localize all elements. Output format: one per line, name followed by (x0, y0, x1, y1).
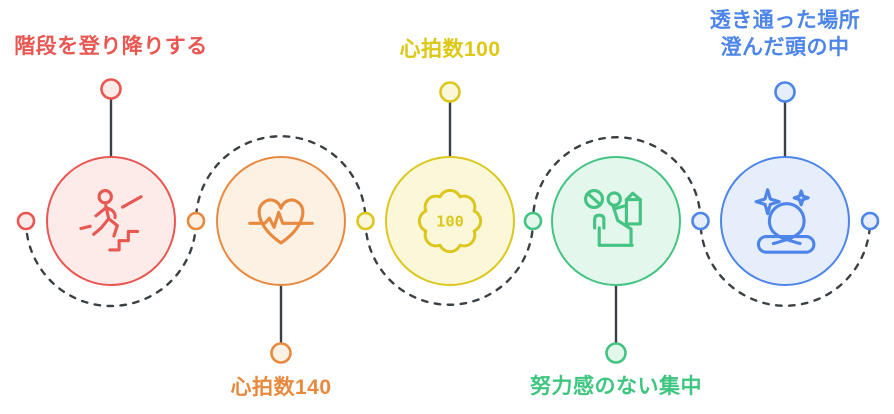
step-circle-heart-rate-140 (216, 156, 346, 286)
dashed-wave-path (24, 135, 872, 308)
step-circle-stairs (46, 156, 176, 286)
focused-reading-icon (584, 189, 642, 247)
stem-step-4 (605, 285, 627, 364)
badge-100-icon: 100 (417, 188, 483, 254)
stem-step-3 (439, 81, 461, 157)
step-circle-effortless-focus (551, 156, 681, 286)
wave-node-dot-green (523, 211, 543, 231)
step-circle-clear-mind (720, 156, 850, 286)
stairs-climb-icon (79, 189, 143, 252)
sparkle-clear-mind-icon (754, 188, 816, 254)
stem-step-2 (270, 285, 292, 364)
heart-pulse-icon (248, 198, 314, 245)
stem-step-1 (100, 78, 122, 157)
label-stairs: 階段を登り降りする (14, 35, 208, 58)
label-effortless-focus: 努力感のない集中 (530, 375, 702, 398)
step-circle-heart-rate-100: 100 (385, 156, 515, 286)
wave-node-dot-blue (691, 211, 710, 231)
stem-step-5 (774, 81, 796, 157)
wave-node-dot-yellow (356, 211, 375, 231)
wave-node-dot-blue-end (860, 211, 880, 231)
label-heart-rate-100: 心拍数100 (399, 38, 501, 61)
label-clear-mind: 透き通った場所 澄んだ頭の中 (710, 7, 861, 61)
badge-100-text: 100 (436, 212, 464, 230)
wave-node-dot-orange (186, 211, 206, 231)
label-clear-mind-line1: 透き通った場所 (709, 9, 861, 32)
wave-node-dot-red (16, 211, 36, 231)
label-clear-mind-line2: 澄んだ頭の中 (720, 36, 850, 59)
label-heart-rate-140: 心拍数140 (230, 376, 332, 399)
